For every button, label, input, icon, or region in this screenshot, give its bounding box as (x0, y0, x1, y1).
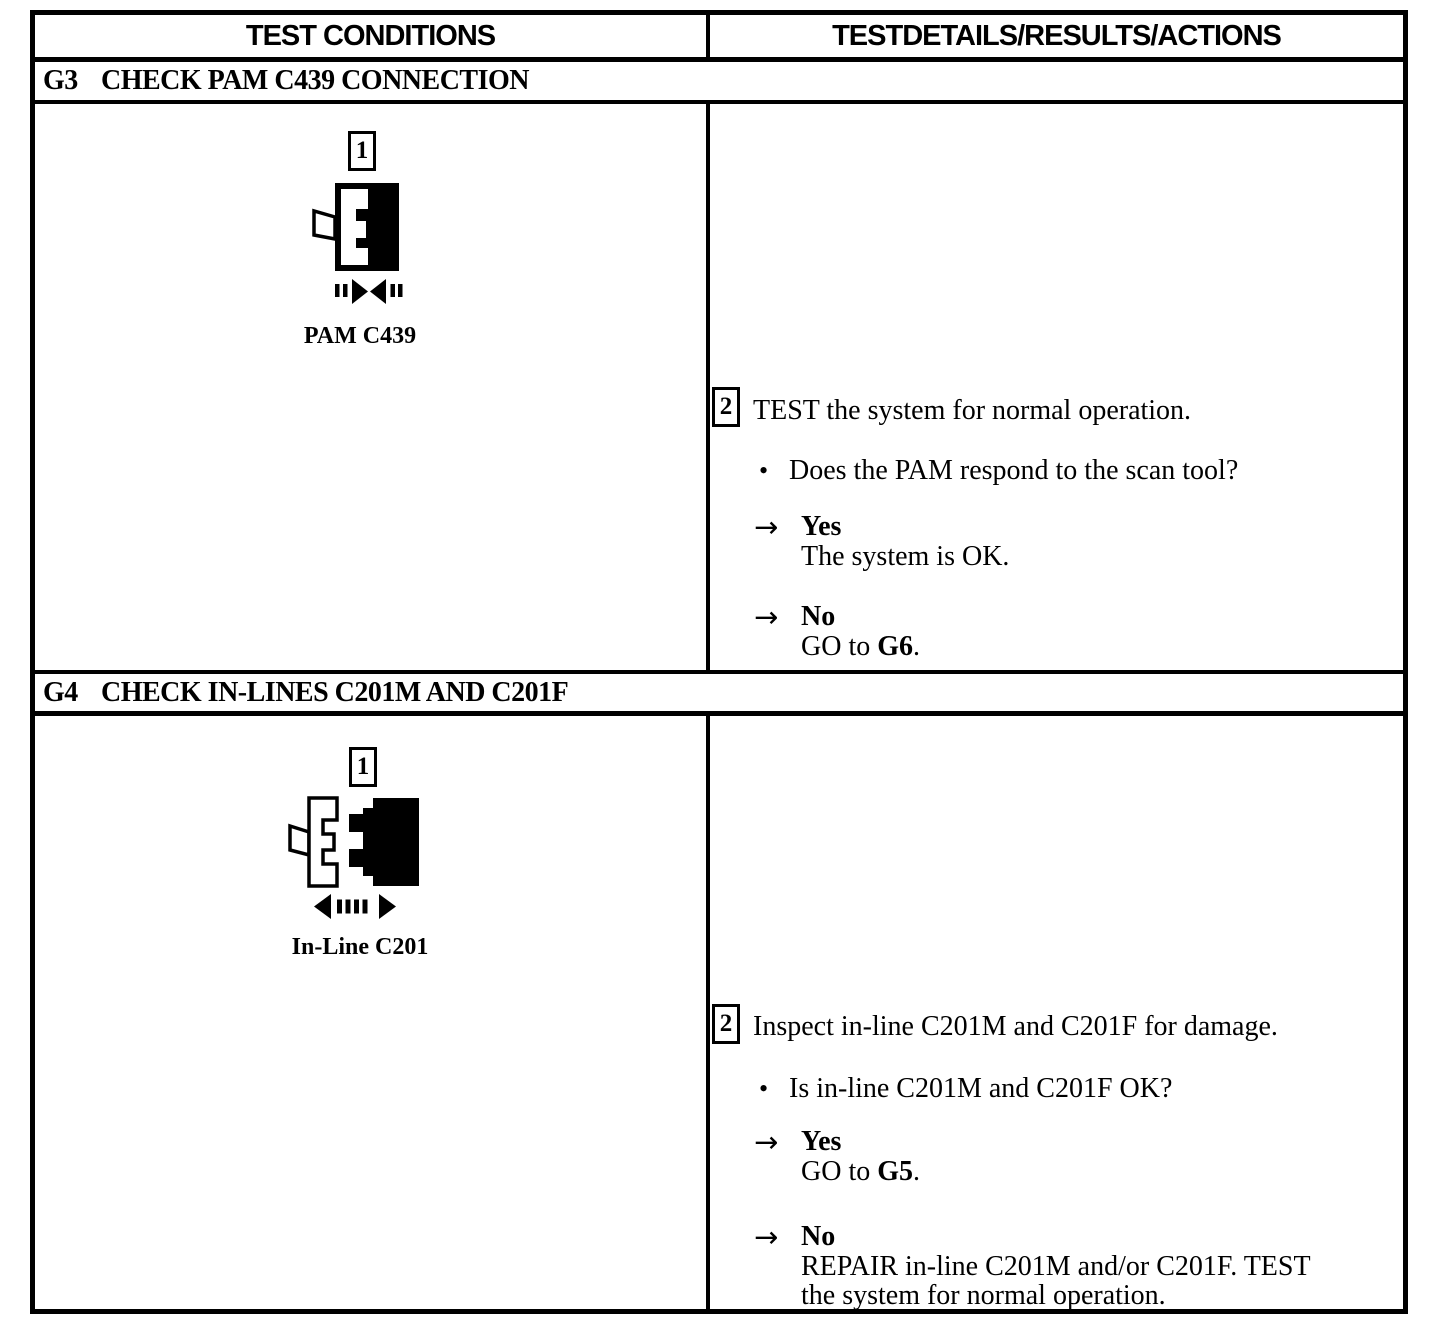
action-text: GO to (801, 1156, 878, 1187)
action-text-line: REPAIR in-line C201M and/or C201F. TEST (801, 1251, 1311, 1282)
question-text: Does the PAM respond to the scan tool? (789, 455, 1239, 486)
right-arrow-icon: → (754, 600, 779, 634)
header-test-conditions: TEST CONDITIONS (35, 15, 710, 57)
step-number-badge: 2 (712, 1004, 740, 1044)
goto-step-ref: G5 (877, 1156, 914, 1187)
action-text: . (913, 1156, 921, 1187)
step-number-badge: 2 (712, 387, 740, 427)
bullet-icon: • (759, 1074, 769, 1103)
instruction-text: TEST the system for normal operation. (753, 395, 1192, 426)
no-action: GO to G6. (801, 632, 920, 662)
no-label: No (801, 1221, 836, 1252)
right-arrow-icon: → (754, 510, 779, 544)
step-g3-title-row: G3 CHECK PAM C439 CONNECTION (35, 62, 1403, 104)
figure-number-badge: 1 (349, 747, 377, 787)
yes-branch: → Yes The system is OK. (754, 512, 1009, 572)
no-label: No (801, 601, 836, 632)
g3-conditions-cell: 1 PAM C439 (35, 104, 710, 670)
yes-label: Yes (801, 511, 842, 542)
right-arrow-icon: → (754, 1220, 779, 1254)
no-action: REPAIR in-line C201M and/or C201F. TEST … (801, 1252, 1311, 1310)
g4-conditions-cell: 1 (35, 716, 710, 1309)
no-branch: → No GO to G6. (754, 602, 920, 662)
connectors-separated-icon (288, 796, 419, 919)
figure-caption: PAM C439 (303, 323, 417, 349)
disconnect-arrows-icon (314, 894, 396, 919)
goto-step-ref: G6 (877, 631, 914, 662)
table-header-row: TEST CONDITIONS TESTDETAILS/RESULTS/ACTI… (35, 15, 1403, 62)
bullet-icon: • (759, 456, 769, 485)
no-branch: → No REPAIR in-line C201M and/or C201F. … (754, 1220, 1311, 1311)
question-text: Is in-line C201M and C201F OK? (789, 1073, 1173, 1104)
pinpoint-test-table: TEST CONDITIONS TESTDETAILS/RESULTS/ACTI… (30, 10, 1408, 1314)
step-g4-title: CHECK IN-LINES C201M AND C201F (101, 676, 569, 708)
question-row: • Does the PAM respond to the scan tool? (759, 456, 1238, 486)
yes-label: Yes (801, 1126, 842, 1157)
action-text-line: the system for normal operation. (801, 1280, 1166, 1311)
g4-details-cell: 2 Inspect in-line C201M and C201F for da… (710, 716, 1403, 1311)
step-g3-title: CHECK PAM C439 CONNECTION (101, 65, 529, 96)
connect-arrows-icon (335, 279, 403, 304)
right-arrow-icon: → (754, 1125, 779, 1159)
step-g3-content-row: 1 PAM C439 2 (35, 104, 1403, 674)
yes-action: The system is OK. (801, 541, 1010, 572)
instruction-text: Inspect in-line C201M and C201F for dama… (753, 1011, 1278, 1042)
figure-number-badge: 1 (348, 131, 376, 171)
step-g4-id: G4 (43, 676, 78, 708)
action-text: GO to (801, 631, 878, 662)
g3-details-cell: 2 TEST the system for normal operation. … (710, 104, 1403, 670)
step-g4-content-row: 1 (35, 716, 1403, 1311)
action-text: . (913, 631, 921, 662)
connector-mated-icon (312, 183, 403, 304)
step-g4-title-row: G4 CHECK IN-LINES C201M AND C201F (35, 674, 1403, 716)
yes-action: GO to G5. (801, 1157, 920, 1187)
figure-caption: In-Line C201 (291, 934, 429, 960)
step-g3-id: G3 (43, 65, 78, 96)
header-test-details: TESTDETAILS/RESULTS/ACTIONS (832, 19, 1282, 52)
yes-branch: → Yes GO to G5. (754, 1127, 920, 1187)
question-row: • Is in-line C201M and C201F OK? (759, 1074, 1172, 1104)
